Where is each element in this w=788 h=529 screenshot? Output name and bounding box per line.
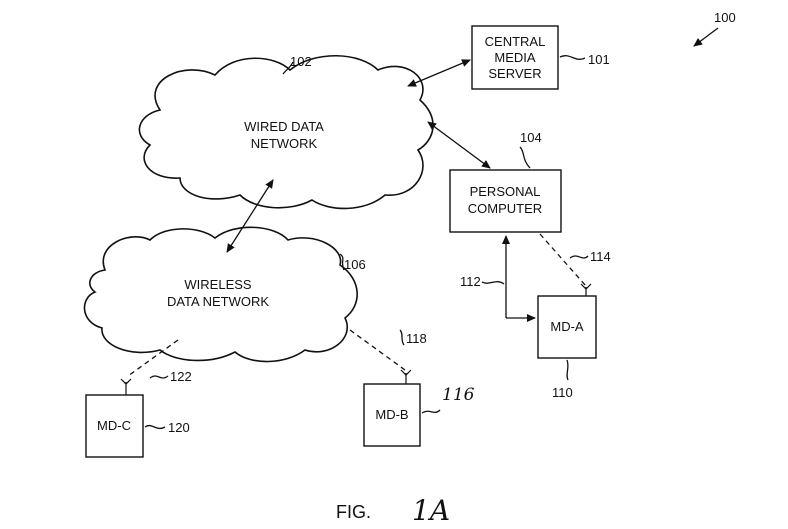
md-b-label: MD-B (375, 407, 408, 422)
personal-computer-box (449, 169, 562, 233)
link-wired-network-to-server (407, 59, 471, 87)
server-label-line-2: MEDIA (494, 50, 536, 65)
ref-116: 116 (442, 385, 475, 405)
wireless-data-network-cloud (83, 226, 358, 363)
ref-102: 102 (290, 54, 312, 69)
antenna-md-a (580, 283, 592, 296)
figure-number: 1A (412, 494, 450, 527)
wired-network-label-line-2: NETWORK (251, 136, 318, 151)
leader-122 (149, 375, 169, 379)
link-wired-to-wireless-network (226, 179, 274, 253)
pc-label-line-1: PERSONAL (470, 184, 541, 199)
leader-120 (144, 424, 166, 430)
md-a-box (537, 295, 597, 359)
central-media-server-box (471, 25, 559, 90)
ref-100: 100 (714, 10, 736, 25)
leader-106 (339, 253, 345, 271)
leader-102 (282, 61, 294, 75)
leader-104 (519, 146, 531, 169)
wireless-network-label-line-2: DATA NETWORK (167, 294, 269, 309)
ref-101: 101 (588, 52, 610, 67)
leader-100-arrow (693, 27, 719, 47)
wired-network-label-line-1: WIRED DATA (244, 119, 324, 134)
leader-101 (559, 55, 586, 60)
wireless-network-label-line-1: WIRELESS (184, 277, 252, 292)
md-c-box (85, 394, 144, 458)
md-b-box (363, 383, 421, 447)
md-c-label: MD-C (97, 418, 131, 433)
antenna-md-b (400, 369, 412, 384)
wired-data-network-cloud (138, 55, 434, 210)
antenna-md-c (120, 378, 132, 395)
server-label-line-1: CENTRAL (485, 34, 546, 49)
ref-106: 106 (344, 257, 366, 272)
leader-118 (399, 329, 405, 346)
link-wireless-net-to-md-c (127, 339, 179, 377)
server-label-line-3: SERVER (488, 66, 541, 81)
figure-label: FIG. (336, 502, 371, 522)
leader-110 (566, 359, 569, 381)
leader-116 (421, 409, 441, 414)
ref-104: 104 (520, 130, 542, 145)
md-a-label: MD-A (550, 319, 584, 334)
ref-110: 110 (552, 385, 573, 400)
ref-120: 120 (168, 420, 190, 435)
ref-118: 118 (406, 331, 427, 346)
leader-112 (481, 281, 505, 285)
link-pc-to-md-a-wireless (539, 233, 586, 286)
leader-114 (569, 255, 589, 259)
link-wireless-net-to-md-b (349, 329, 406, 371)
link-wired-network-to-pc (427, 121, 491, 169)
pc-label-line-2: COMPUTER (468, 201, 542, 216)
ref-122: 122 (170, 369, 192, 384)
ref-112: 112 (460, 274, 481, 289)
ref-114: 114 (590, 249, 611, 264)
